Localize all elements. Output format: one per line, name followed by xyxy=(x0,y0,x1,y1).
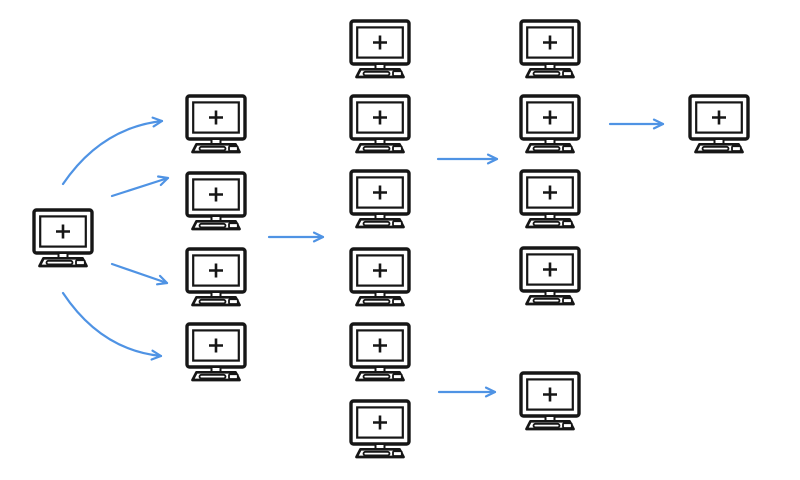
computer-node-s3-2 xyxy=(349,94,411,154)
arrow-layer xyxy=(61,116,665,398)
computer-node-s2-3 xyxy=(185,247,247,307)
computer-node-s4-2 xyxy=(519,94,581,154)
computer-node-s3-1 xyxy=(349,19,411,79)
computer-node-s3-5 xyxy=(349,322,411,382)
computer-node-s4-5 xyxy=(519,371,581,431)
computer-node-s4-3 xyxy=(519,169,581,229)
arrow-fan-out-2 xyxy=(110,175,170,198)
computer-node-s2-4 xyxy=(185,322,247,382)
arrow-stage2-to-stage3 xyxy=(267,231,325,243)
computer-node-s3-3 xyxy=(349,169,411,229)
arrow-fan-out-1 xyxy=(61,116,164,186)
computer-node-s4-4 xyxy=(519,246,581,306)
computer-node-source xyxy=(32,208,94,268)
computer-node-layer xyxy=(32,19,750,459)
computer-node-s3-4 xyxy=(349,247,411,307)
arrow-stage4-to-stage5 xyxy=(608,118,665,130)
arrow-stage3-to-stage4-top xyxy=(436,153,499,165)
arrow-fan-out-3 xyxy=(110,262,169,286)
arrow-stage3-to-stage4-bot xyxy=(437,386,497,398)
computer-node-s4-1 xyxy=(519,19,581,79)
computer-node-s2-1 xyxy=(185,94,247,154)
arrow-fan-out-4 xyxy=(61,291,163,361)
computer-node-s5-1 xyxy=(688,94,750,154)
computer-node-s2-2 xyxy=(185,171,247,231)
computer-node-s3-6 xyxy=(349,399,411,459)
